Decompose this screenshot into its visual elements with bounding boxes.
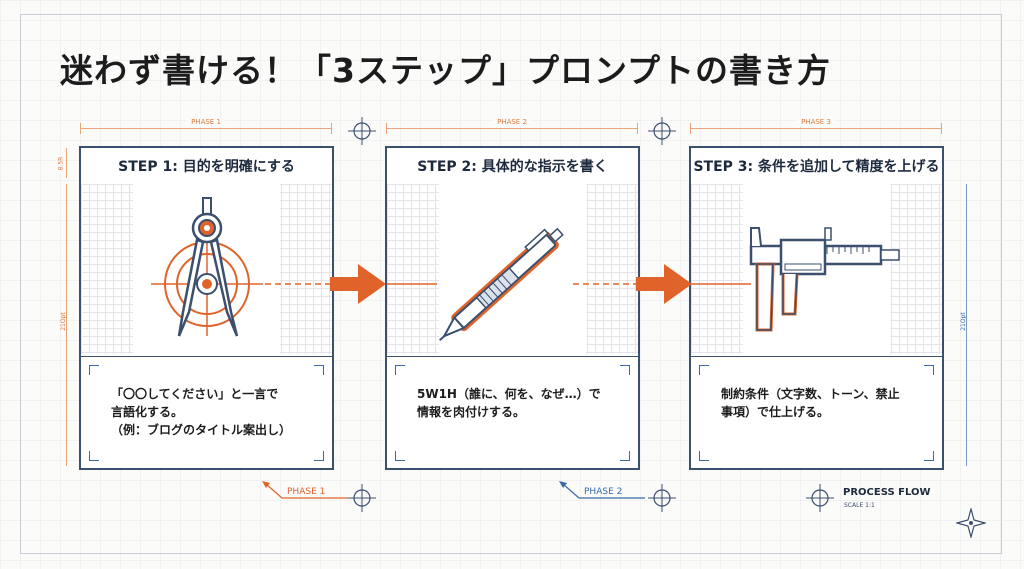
- step-card-1: STEP 1: 目的を明確にする 「〇〇してください」と一言で 言語化する。 （…: [79, 146, 334, 470]
- registration-mark-5: [806, 484, 834, 512]
- step-text-1: 「〇〇してください」と一言で 言語化する。 （例：ブログのタイトル案出し）: [111, 387, 292, 437]
- arrow-right-icon-2: [636, 264, 692, 304]
- blueprint-frame: [20, 14, 1002, 554]
- phase-dimension-2: PHASE 2: [386, 118, 638, 134]
- phase-note-leader-2: [559, 481, 645, 499]
- phase-label-2: PHASE 2: [493, 118, 531, 126]
- step-card-3: STEP 3: 条件を追加して精度を上げる: [689, 146, 944, 470]
- page-title: 迷わず書ける！「3ステップ」プロンプトの書き方: [60, 51, 831, 90]
- step-body-2: 5W1H（誰に、何を、なぜ…）で 情報を肉付けする。: [387, 356, 638, 469]
- caliper-icon: [691, 227, 900, 332]
- step-text-3: 制約条件（文字数、トーン、禁止 事項）で仕上げる。: [721, 387, 900, 419]
- dimension-line-right: [966, 184, 967, 466]
- dimension-line-left: [66, 184, 67, 466]
- compass-icon: [151, 197, 332, 337]
- phase-note-leader-1: [262, 481, 348, 499]
- registration-mark-4: [648, 484, 676, 512]
- phase-label-3: PHASE 3: [797, 118, 835, 126]
- dimension-label-left: 21Opt: [59, 312, 67, 331]
- dimension-label-right: 21Opt: [959, 312, 967, 331]
- step-text-2: 5W1H（誰に、何を、なぜ…）で 情報を肉付けする。: [417, 387, 601, 419]
- step-heading-1: STEP 1: 目的を明確にする: [81, 148, 332, 185]
- compass-rose-icon: [956, 508, 986, 538]
- step-heading-2: STEP 2: 具体的な指示を書く: [387, 148, 638, 185]
- registration-mark-1: [348, 117, 376, 145]
- step-body-3: 制約条件（文字数、トーン、禁止 事項）で仕上げる。: [691, 356, 942, 469]
- phase-dimension-3: PHASE 3: [690, 118, 942, 134]
- step-illustration-2: [387, 184, 638, 354]
- dimension-label-head: 8.5R: [57, 156, 65, 171]
- phase-note-1: PHASE 1: [287, 487, 326, 497]
- process-flow-title: PROCESS FLOW: [843, 487, 931, 498]
- dimension-line-head: [66, 148, 67, 178]
- step-illustration-1: [81, 184, 332, 354]
- arrow-right-icon: [330, 264, 386, 304]
- registration-mark-2: [648, 117, 676, 145]
- registration-mark-3: [348, 484, 376, 512]
- step-illustration-3: [691, 184, 942, 354]
- phase-label-1: PHASE 1: [187, 118, 225, 126]
- pen-icon: [387, 227, 638, 341]
- process-flow-scale: SCALE 1:1: [844, 502, 875, 509]
- step-card-2: STEP 2: 具体的な指示を書く: [385, 146, 640, 470]
- phase-dimension-1: PHASE 1: [80, 118, 332, 134]
- step-heading-3: STEP 3: 条件を追加して精度を上げる: [691, 148, 942, 185]
- phase-note-2: PHASE 2: [584, 487, 623, 497]
- step-body-1: 「〇〇してください」と一言で 言語化する。 （例：ブログのタイトル案出し）: [81, 356, 332, 469]
